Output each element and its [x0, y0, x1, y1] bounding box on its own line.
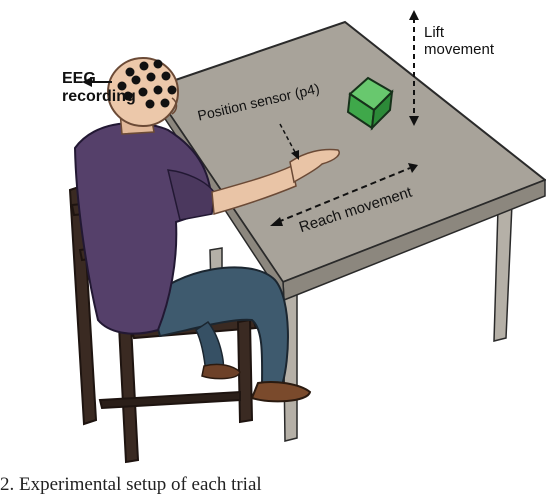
sensor-arrow-head: [291, 150, 299, 160]
person: [73, 57, 340, 403]
reach-arrow-head-left: [270, 217, 283, 226]
reach-arrow-head-right: [408, 163, 418, 173]
eeg-label-line1: EEG: [62, 70, 96, 87]
eeg-recording-label: EEG recording: [62, 70, 136, 107]
lift-movement-label: Lift movement: [424, 24, 494, 59]
sleeve: [167, 169, 215, 221]
figure-caption: 2. Experimental setup of each trial: [0, 474, 262, 494]
arrows: [82, 10, 419, 226]
cube-right-face: [370, 89, 394, 131]
chair-foot-rail: [98, 390, 241, 410]
shoe-left: [201, 363, 241, 380]
chair-front-leg: [236, 318, 254, 424]
hand: [289, 148, 340, 184]
eeg-electrodes: [117, 59, 177, 109]
reach-arrow-line: [277, 167, 411, 223]
table-leg-right: [493, 202, 513, 342]
sensor-arrow-line: [279, 123, 297, 155]
eeg-arrow-head: [82, 77, 92, 87]
green-cube: [346, 76, 394, 131]
ear: [171, 97, 178, 115]
lift-arrow-head-up: [409, 10, 419, 20]
table-top: [150, 20, 546, 284]
lift-label-line1: Lift: [424, 24, 445, 41]
shoe-right: [250, 381, 312, 403]
forearm: [211, 164, 297, 215]
lift-arrow-head-down: [409, 116, 419, 126]
lift-label-line2: movement: [424, 41, 495, 59]
jeans: [148, 266, 289, 392]
eeg-label-line2: recording: [62, 88, 136, 106]
